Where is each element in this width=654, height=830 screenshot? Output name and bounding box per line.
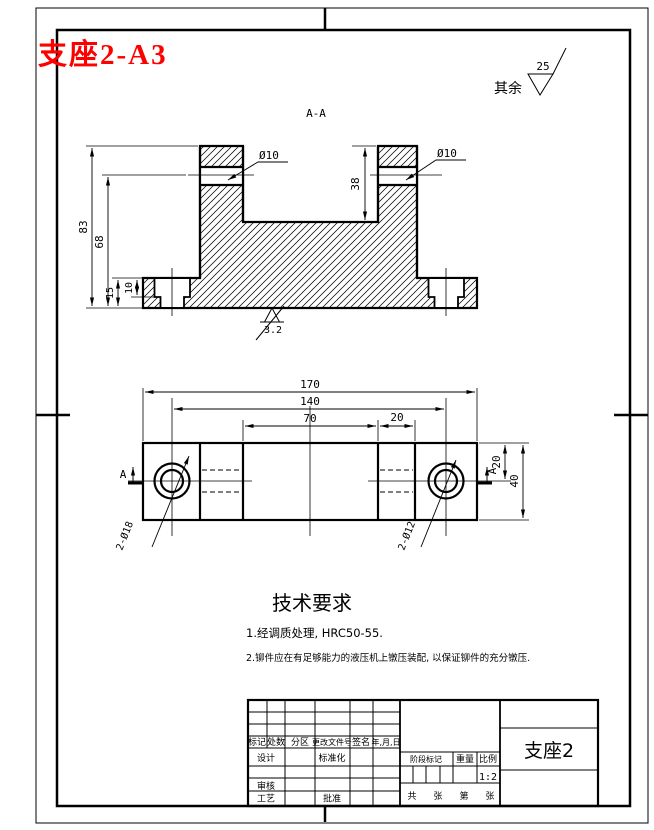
- role-design: 设计: [257, 752, 275, 764]
- leader-2d12: [420, 459, 457, 548]
- label-2d18: 2-Ø18: [114, 520, 136, 552]
- cross-section-body: [141, 144, 479, 310]
- dim-68-label: 68: [93, 235, 106, 248]
- cut-label-right: A: [486, 467, 499, 474]
- th-mark: 标记: [248, 736, 266, 748]
- dim-10-label: 10: [124, 282, 135, 294]
- dim-38-label: 38: [349, 177, 362, 190]
- title-block-outline: [246, 698, 600, 808]
- title-block-grid: [248, 700, 598, 806]
- dim-20r-label: 20: [490, 455, 503, 468]
- page-title: 支座2-A3: [38, 37, 168, 71]
- tech-req-heading: 技术要求: [272, 591, 352, 615]
- sheet-no-label: 第: [459, 790, 468, 802]
- plan-extension-lines: [142, 388, 529, 521]
- sheet-total-label: 共: [407, 791, 416, 802]
- finish-rest-label: 其余: [494, 80, 522, 97]
- field-weight: 重量: [456, 753, 474, 765]
- dim-15-label: 15: [105, 287, 116, 299]
- centering-ticks: [36, 8, 648, 822]
- tech-req-item-2: 2.铆件应在有足够能力的液压机上镦压装配, 以保证铆件的充分镦压.: [246, 652, 530, 664]
- plan-inner-edges: [198, 443, 417, 520]
- section-cut-right: A: [477, 467, 499, 485]
- dim-140-label: 140: [300, 395, 320, 408]
- dim-40-label: 40: [508, 474, 521, 487]
- section-label: A-A: [306, 107, 326, 120]
- title-block: 标记 处数 分区 更改文件号 签名 年,月,日 设计 标准化 审核 工艺 批准 …: [246, 698, 600, 808]
- sheet-total-unit: 张: [433, 791, 442, 802]
- leader-hole-left: [227, 161, 288, 181]
- leader-2d18: [151, 455, 190, 548]
- scale-value: 1:2: [479, 772, 497, 783]
- role-review: 审核: [257, 780, 275, 792]
- technical-requirements: 技术要求 1.经调质处理, HRC50-55. 2.铆件应在有足够能力的液压机上…: [246, 591, 530, 664]
- th-date: 年,月,日: [371, 737, 400, 747]
- field-scale-label: 比例: [479, 753, 497, 765]
- column-hole-edges: [198, 146, 419, 278]
- role-approve: 批准: [323, 793, 341, 805]
- role-process: 工艺: [257, 794, 275, 805]
- leader-hole-right: [405, 159, 466, 181]
- roughness-symbol-icon: [527, 73, 554, 96]
- section-centerlines: [171, 174, 447, 316]
- roughness-3-2-label: 3.2: [264, 325, 282, 336]
- dim-d10-right-label: Ø10: [437, 147, 457, 160]
- finish-rest-value: 25: [536, 60, 549, 73]
- left-extension-lines: [86, 145, 198, 309]
- label-2d12: 2-Ø12: [396, 520, 418, 552]
- th-change-doc: 更改文件号: [312, 737, 352, 747]
- th-signature: 签名: [352, 736, 370, 748]
- section-cut-left: A: [120, 467, 144, 485]
- dim-170-label: 170: [300, 378, 320, 391]
- th-count: 处数: [267, 736, 285, 748]
- th-zone: 分区: [291, 737, 309, 748]
- sheet-no-unit: 张: [485, 791, 494, 802]
- part-name: 支座2: [524, 740, 574, 762]
- hidden-hole-lines: [202, 469, 413, 493]
- cut-label-left: A: [120, 468, 127, 481]
- bottom-roughness: 3.2: [255, 305, 285, 341]
- dim-70-label: 70: [303, 412, 316, 425]
- tech-req-item-1: 1.经调质处理, HRC50-55.: [246, 626, 383, 640]
- plan-view: 170 140 70 20 20 40 2-Ø18 2-Ø12 A A: [114, 378, 529, 552]
- surface-finish-note: 其余 25: [494, 47, 567, 97]
- counterbore-right: [427, 278, 465, 307]
- section-view: A-A 38: [77, 107, 479, 341]
- field-stage-mark: 阶段标记: [410, 754, 442, 764]
- role-standardization: 标准化: [318, 752, 345, 764]
- dim-83-label: 83: [77, 220, 90, 233]
- dim-20-label: 20: [390, 411, 403, 424]
- dim-d10-left-label: Ø10: [259, 149, 279, 162]
